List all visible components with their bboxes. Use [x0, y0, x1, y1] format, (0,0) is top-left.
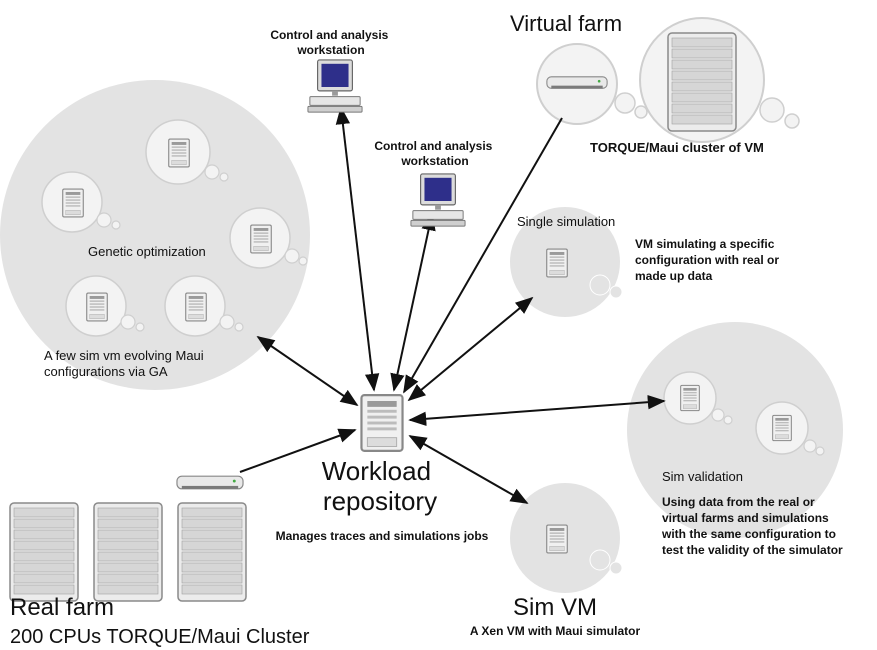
- ga-server-bubble-4: [65, 275, 145, 337]
- desktop-workstation-icon: [307, 59, 363, 113]
- rack-cabinet-icon: [93, 502, 163, 602]
- arrow-real-farm: [239, 428, 357, 473]
- ga-caption: A few sim vm evolving Maui configuration…: [44, 348, 207, 379]
- arrow-single-simulation: [407, 296, 534, 402]
- single-simulation-caption: VM simulating a specific configuration w…: [635, 237, 782, 283]
- genetic-optimization-label: Genetic optimization: [88, 244, 206, 259]
- network-switch-icon: [176, 475, 244, 490]
- rack-cabinet-icon: [9, 502, 79, 602]
- sim-vm-title: Sim VM: [513, 594, 597, 621]
- arrow-genetic-optimization: [256, 335, 359, 407]
- connection-arrows: [239, 106, 666, 504]
- sim-vm-bubble: [510, 483, 623, 593]
- workload-title: Workload repository: [322, 456, 439, 516]
- ga-server-bubble-1: [145, 119, 229, 185]
- sim-validation-caption: Using data from the real or virtual farm…: [661, 495, 843, 557]
- ga-server-bubble-5: [164, 275, 244, 337]
- sim-validation-label: Sim validation: [662, 469, 743, 484]
- workstation-2-label: Control and analysis workstation: [374, 139, 495, 168]
- virtual-farm-title: Virtual farm: [510, 11, 622, 36]
- arrow-sim-vm: [408, 435, 529, 504]
- real-farm-equipment: [9, 475, 247, 602]
- workstation-1-label: Control and analysis workstation: [270, 28, 391, 57]
- sim-validation-bubble: [627, 322, 843, 538]
- ga-server-bubble-3: [229, 207, 308, 269]
- virtual-farm-switch-bubble: [536, 43, 648, 125]
- virtual-farm-rack-bubble: [639, 17, 800, 143]
- arrow-workstation-1: [335, 106, 380, 392]
- workload-caption: Manages traces and simulations jobs: [276, 529, 489, 543]
- ga-server-bubble-2: [41, 171, 121, 233]
- real-farm-caption: 200 CPUs TORQUE/Maui Cluster: [10, 626, 310, 648]
- rack-cabinet-icon: [177, 502, 247, 602]
- virtual-farm-caption: TORQUE/Maui cluster of VM: [590, 140, 764, 155]
- real-farm-title: Real farm: [10, 594, 114, 621]
- arrow-workstation-2: [390, 212, 436, 392]
- arrow-sim-validation: [408, 395, 666, 426]
- single-simulation-bubble: [510, 207, 623, 317]
- sim-vm-caption: A Xen VM with Maui simulator: [470, 624, 641, 638]
- desktop-workstation-icon: [410, 173, 466, 227]
- single-simulation-label: Single simulation: [517, 214, 615, 229]
- server-hub-icon: [360, 393, 404, 453]
